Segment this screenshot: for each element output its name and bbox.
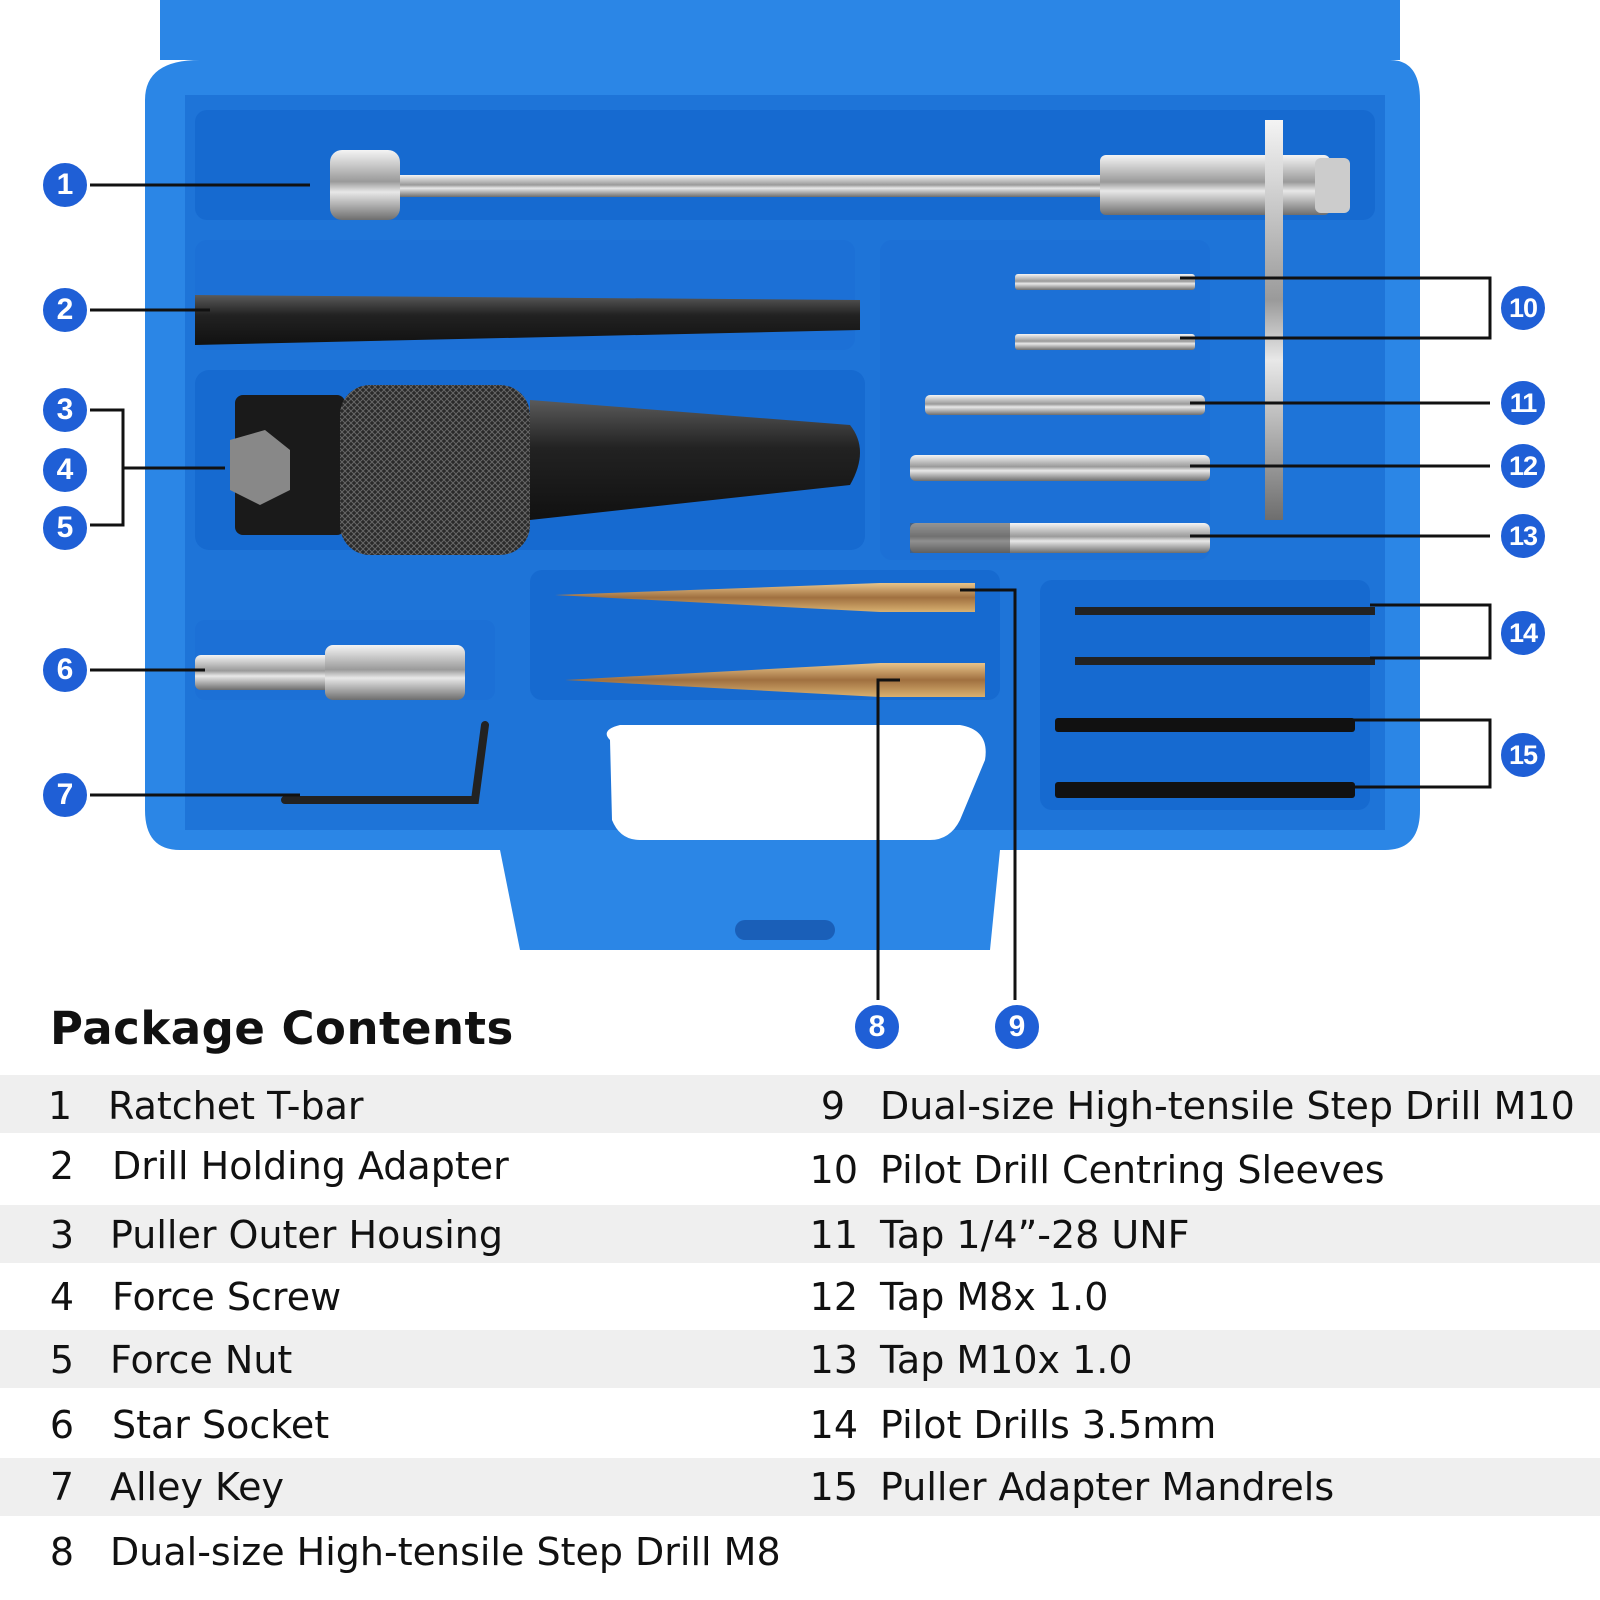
item-label: Dual-size High-tensile Step Drill M10	[880, 1084, 1575, 1128]
item-number: 14	[809, 1403, 858, 1447]
item-label: Pilot Drills 3.5mm	[880, 1403, 1217, 1447]
item-number: 1	[47, 1084, 73, 1128]
item-number: 11	[809, 1213, 858, 1257]
row-band	[0, 1205, 1600, 1263]
row-band	[0, 1330, 1600, 1388]
callout-6: 6	[40, 645, 90, 695]
callout-2: 2	[40, 285, 90, 335]
callout-8: 8	[852, 1002, 902, 1052]
item-label: Puller Outer Housing	[110, 1213, 503, 1257]
taps-and-sleeves-image	[910, 274, 1210, 553]
callout-10: 10	[1498, 283, 1548, 333]
drill-holding-adapter-image	[195, 295, 860, 345]
item-number: 5	[49, 1338, 75, 1382]
callout-1: 1	[40, 160, 90, 210]
item-label: Alley Key	[110, 1465, 284, 1509]
item-label: Force Screw	[112, 1275, 342, 1319]
item-number: 13	[809, 1338, 858, 1382]
tool-kit-photo	[90, 0, 1492, 1000]
item-number: 12	[809, 1275, 858, 1319]
callout-4: 4	[40, 445, 90, 495]
callout-13: 13	[1498, 511, 1548, 561]
callout-11: 11	[1498, 378, 1548, 428]
item-label: Force Nut	[110, 1338, 293, 1382]
item-label: Dual-size High-tensile Step Drill M8	[110, 1530, 781, 1574]
item-label: Pilot Drill Centring Sleeves	[880, 1148, 1385, 1192]
callout-3: 3	[40, 385, 90, 435]
puller-image	[230, 385, 860, 555]
leader-lines	[90, 183, 1492, 1000]
item-number: 6	[49, 1403, 75, 1447]
item-label: Ratchet T-bar	[108, 1084, 364, 1128]
callout-9: 9	[992, 1002, 1042, 1052]
pilot-drills-mandrels-image	[1055, 607, 1375, 798]
callout-7: 7	[40, 770, 90, 820]
item-label: Drill Holding Adapter	[112, 1144, 509, 1188]
item-number: 10	[809, 1148, 858, 1192]
callout-12: 12	[1498, 441, 1548, 491]
callout-5: 5	[40, 503, 90, 553]
step-drills-image	[555, 583, 985, 697]
item-number: 2	[49, 1144, 75, 1188]
item-label: Star Socket	[112, 1403, 330, 1447]
star-socket-image	[195, 645, 465, 700]
item-label: Tap M8x 1.0	[880, 1275, 1109, 1319]
ratchet-t-bar-image	[330, 120, 1350, 520]
item-label: Puller Adapter Mandrels	[880, 1465, 1335, 1509]
item-label: Tap M10x 1.0	[880, 1338, 1133, 1382]
package-contents-title: Package Contents	[50, 1002, 514, 1055]
item-number: 8	[49, 1530, 75, 1574]
row-band	[0, 1458, 1600, 1516]
allen-key-image	[281, 721, 489, 804]
item-number: 15	[809, 1465, 858, 1509]
callout-14: 14	[1498, 608, 1548, 658]
item-number: 9	[820, 1084, 845, 1128]
item-number: 4	[49, 1275, 75, 1319]
item-number: 3	[49, 1213, 75, 1257]
item-number: 7	[49, 1465, 75, 1509]
callout-15: 15	[1498, 730, 1548, 780]
row-band	[0, 1075, 1600, 1133]
item-label: Tap 1/4”-28 UNF	[880, 1213, 1190, 1257]
